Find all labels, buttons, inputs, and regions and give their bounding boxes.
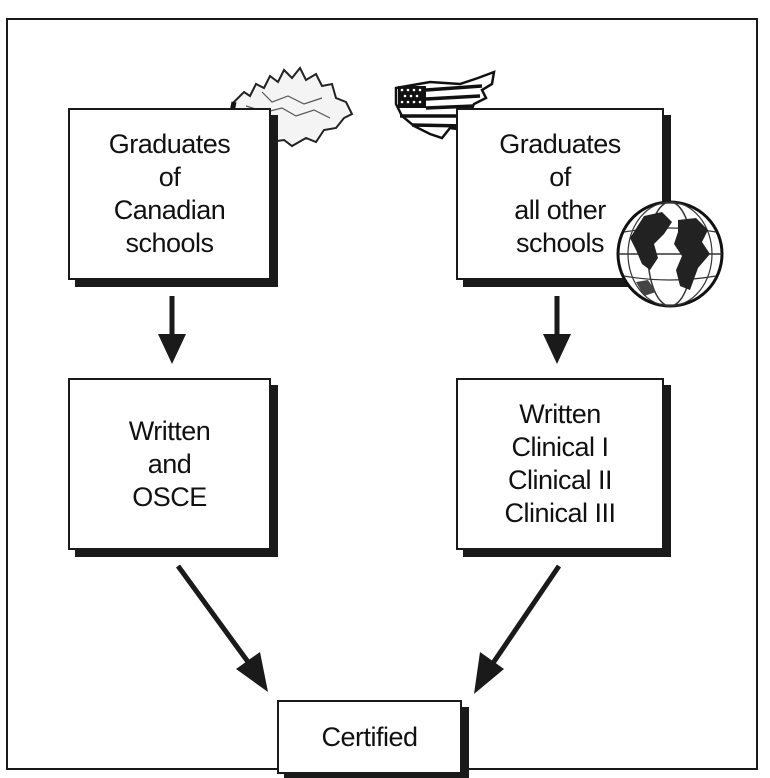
arrow-canadian-to-written <box>158 296 186 364</box>
box-line: all other <box>514 195 606 225</box>
arrow-other-to-clinical <box>543 296 571 364</box>
box-line: schools <box>515 228 605 258</box>
box-line: schools <box>125 228 214 258</box>
box-line: Written <box>519 399 601 429</box>
box-line: and <box>147 448 192 479</box>
globe-icon <box>616 200 724 308</box>
box-line: Written <box>128 415 211 446</box>
box-line: Certified <box>321 721 418 752</box>
box-line: of <box>158 162 181 192</box>
box-line: Graduates <box>499 129 621 159</box>
box-line: Clinical III <box>504 498 616 528</box>
box-line: Canadian <box>113 195 226 225</box>
box-line: Graduates <box>108 129 231 159</box>
box-line: of <box>549 162 571 192</box>
arrow-osce-to-certified <box>175 564 268 692</box>
box-certified: Certified <box>277 700 462 774</box>
box-line: Clinical I <box>511 432 609 462</box>
box-written-clinical-exams: Written Clinical I Clinical II Clinical … <box>456 378 664 550</box>
box-written-and-osce: Written and OSCE <box>68 378 271 550</box>
box-line: OSCE <box>132 481 207 512</box>
box-line: Clinical II <box>507 465 613 495</box>
arrow-clinical-to-certified <box>474 564 562 694</box>
box-graduates-canadian-schools: Graduates of Canadian schools <box>68 108 271 280</box>
